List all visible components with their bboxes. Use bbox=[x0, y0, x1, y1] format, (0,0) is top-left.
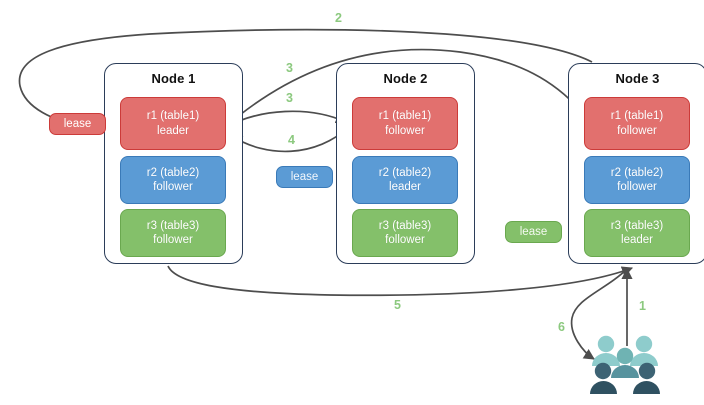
node-title-node1: Node 1 bbox=[151, 71, 196, 86]
arrow-step-5 bbox=[167, 265, 634, 297]
step-label-5: 5 bbox=[394, 298, 401, 312]
replica-name: r2 (table2) bbox=[610, 166, 664, 179]
lease-badge-red[interactable]: lease bbox=[49, 113, 106, 135]
replica-role: leader bbox=[389, 181, 421, 193]
replica-node3-r1[interactable]: r1 (table1) follower bbox=[584, 97, 690, 150]
replica-role: follower bbox=[385, 124, 425, 137]
step-label-1: 1 bbox=[639, 299, 646, 313]
replica-node1-r3[interactable]: r3 (table3) follower bbox=[120, 209, 226, 257]
replica-name: r1 (table1) bbox=[610, 110, 664, 122]
replica-role: leader bbox=[621, 234, 653, 246]
replica-name: r3 (table3) bbox=[378, 219, 432, 232]
step-label-2: 2 bbox=[335, 11, 342, 25]
step-label-3b: 3 bbox=[286, 91, 293, 105]
replica-role: follower bbox=[385, 234, 425, 246]
replica-node2-r1[interactable]: r1 (table1) follower bbox=[352, 97, 458, 150]
lease-badge-green[interactable]: lease bbox=[505, 221, 562, 243]
replica-node2-r2[interactable]: r2 (table2) leader bbox=[352, 156, 458, 204]
replica-name: r1 (table1) bbox=[146, 110, 200, 122]
replica-name: r2 (table2) bbox=[378, 166, 432, 179]
replica-node1-r2[interactable]: r2 (table2) follower bbox=[120, 156, 226, 204]
step-label-3a: 3 bbox=[286, 61, 293, 75]
replica-role: follower bbox=[617, 181, 657, 193]
lease-badge-blue[interactable]: lease bbox=[276, 166, 333, 188]
step-label-4: 4 bbox=[288, 133, 295, 147]
replica-role: leader bbox=[157, 124, 189, 137]
users-group-icon bbox=[590, 335, 660, 394]
replica-node3-r3[interactable]: r3 (table3) leader bbox=[584, 209, 690, 257]
replica-name: r2 (table2) bbox=[146, 166, 200, 179]
replica-role: follower bbox=[153, 181, 193, 193]
replica-node1-r1[interactable]: r1 (table1) leader bbox=[120, 97, 226, 150]
replica-role: follower bbox=[153, 234, 193, 246]
replica-name: r1 (table1) bbox=[378, 110, 432, 122]
node-title-node3: Node 3 bbox=[615, 71, 660, 86]
step-label-6: 6 bbox=[558, 320, 565, 334]
replica-name: r3 (table3) bbox=[610, 219, 664, 232]
replica-role: follower bbox=[617, 124, 657, 137]
replica-node2-r3[interactable]: r3 (table3) follower bbox=[352, 209, 458, 257]
replica-node3-r2[interactable]: r2 (table2) follower bbox=[584, 156, 690, 204]
node-title-node2: Node 2 bbox=[383, 71, 428, 86]
replica-name: r3 (table3) bbox=[146, 219, 200, 232]
